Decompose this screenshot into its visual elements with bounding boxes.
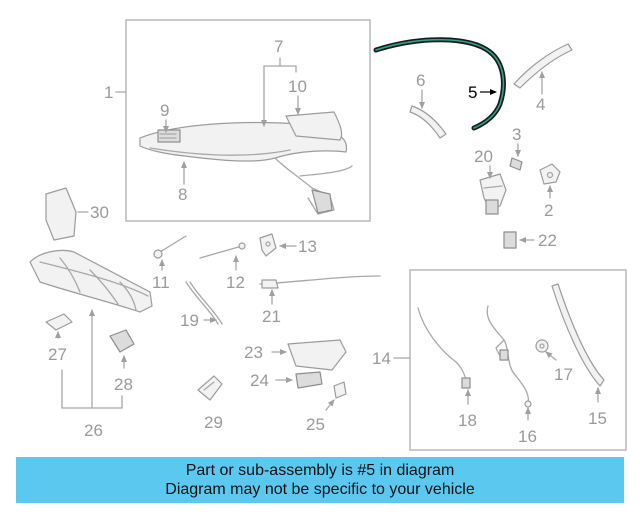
cushion-30[interactable]	[45, 187, 77, 241]
latch-bracket-9[interactable]	[157, 129, 181, 143]
svg-text:30: 30	[90, 203, 109, 222]
svg-text:2: 2	[544, 201, 553, 220]
svg-text:3: 3	[512, 125, 521, 144]
svg-text:7: 7	[274, 37, 283, 56]
clip-24[interactable]	[295, 371, 323, 389]
svg-text:27: 27	[48, 345, 67, 364]
callout-18[interactable]: 18	[458, 389, 477, 430]
callout-5[interactable]: 5	[468, 83, 497, 102]
callout-14[interactable]: 14	[372, 349, 411, 368]
cover-23[interactable]	[287, 339, 347, 371]
callout-2[interactable]: 2	[544, 185, 553, 220]
support-rod-11[interactable]	[153, 235, 187, 259]
callout-15[interactable]: 15	[588, 387, 607, 428]
bracket-27[interactable]	[45, 313, 73, 331]
callout-19[interactable]: 19	[180, 311, 217, 330]
trim-strip-4[interactable]	[513, 43, 573, 89]
rear-window-glass[interactable]	[285, 111, 343, 141]
svg-text:4: 4	[536, 95, 545, 114]
callout-28[interactable]: 28	[114, 355, 133, 394]
bracket-13[interactable]	[259, 233, 277, 257]
callout-9[interactable]: 9	[160, 101, 169, 133]
callout-12[interactable]: 12	[226, 255, 245, 292]
callout-29[interactable]: 29	[204, 413, 223, 432]
svg-text:18: 18	[458, 411, 477, 430]
svg-text:11: 11	[152, 273, 170, 292]
svg-text:22: 22	[538, 231, 557, 250]
svg-text:20: 20	[474, 147, 493, 166]
svg-text:16: 16	[518, 427, 537, 446]
callout-8[interactable]: 8	[178, 161, 187, 204]
banner-line-2: Diagram may not be specific to your vehi…	[165, 481, 475, 498]
cable-18[interactable]	[417, 307, 471, 389]
bracket-22[interactable]	[503, 231, 517, 249]
callout-17[interactable]: 17	[545, 351, 573, 384]
svg-text:25: 25	[306, 415, 325, 434]
callout-23[interactable]: 23	[244, 343, 287, 362]
clip-3[interactable]	[509, 157, 523, 171]
callout-1[interactable]: 1	[104, 83, 127, 102]
svg-text:12: 12	[226, 273, 245, 292]
callout-7[interactable]: 7	[261, 37, 297, 127]
svg-text:19: 19	[180, 311, 199, 330]
callout-4[interactable]: 4	[536, 71, 545, 114]
handle-29[interactable]	[197, 375, 223, 401]
trim-strip-15[interactable]	[551, 283, 605, 387]
svg-text:13: 13	[298, 237, 317, 256]
svg-text:6: 6	[416, 71, 425, 90]
trim-strip-6[interactable]	[409, 105, 447, 139]
bracket-28[interactable]	[109, 329, 135, 353]
svg-text:21: 21	[262, 307, 281, 326]
svg-text:29: 29	[204, 413, 223, 432]
callout-16[interactable]: 16	[518, 407, 537, 446]
callout-26[interactable]: 26	[61, 309, 123, 440]
svg-text:15: 15	[588, 409, 607, 428]
svg-text:8: 8	[178, 185, 187, 204]
wind-deflector-26[interactable]	[29, 249, 153, 313]
svg-text:26: 26	[84, 421, 103, 440]
part-info-banner: Part or sub-assembly is #5 in diagram Di…	[16, 457, 624, 503]
weatherstrip-seal-part-5[interactable]	[373, 37, 506, 131]
svg-text:28: 28	[114, 375, 133, 394]
svg-text:24: 24	[250, 371, 269, 390]
banner-line-1: Part or sub-assembly is #5 in diagram	[185, 462, 455, 479]
callout-3[interactable]: 3	[512, 125, 521, 157]
wiring-harness-16[interactable]	[486, 305, 532, 408]
callout-27[interactable]: 27	[48, 331, 67, 364]
callout-10[interactable]: 10	[288, 77, 307, 115]
callout-21[interactable]: 21	[262, 289, 281, 326]
svg-text:5: 5	[468, 83, 477, 102]
callout-24[interactable]: 24	[250, 371, 293, 390]
svg-text:1: 1	[104, 83, 113, 102]
latch-assembly-20[interactable]	[479, 173, 507, 215]
top-assembly-box	[125, 19, 371, 222]
callout-22[interactable]: 22	[519, 231, 557, 250]
link-rod-12[interactable]	[199, 242, 246, 259]
callout-6[interactable]: 6	[416, 71, 425, 109]
svg-text:23: 23	[244, 343, 263, 362]
callout-11[interactable]: 11	[152, 259, 170, 292]
svg-text:17: 17	[554, 365, 573, 384]
drain-hose-21[interactable]	[259, 275, 381, 289]
callout-20[interactable]: 20	[474, 147, 493, 179]
grommet-17[interactable]	[535, 339, 549, 353]
fastener-25[interactable]	[333, 381, 347, 399]
callout-25[interactable]: 25	[306, 399, 335, 434]
svg-text:10: 10	[288, 77, 307, 96]
cable-set-box	[409, 269, 627, 451]
svg-text:14: 14	[372, 349, 391, 368]
callout-30[interactable]: 30	[77, 203, 109, 222]
svg-text:9: 9	[160, 101, 169, 120]
callout-13[interactable]: 13	[279, 237, 317, 256]
hinge-bracket-2[interactable]	[539, 163, 561, 185]
